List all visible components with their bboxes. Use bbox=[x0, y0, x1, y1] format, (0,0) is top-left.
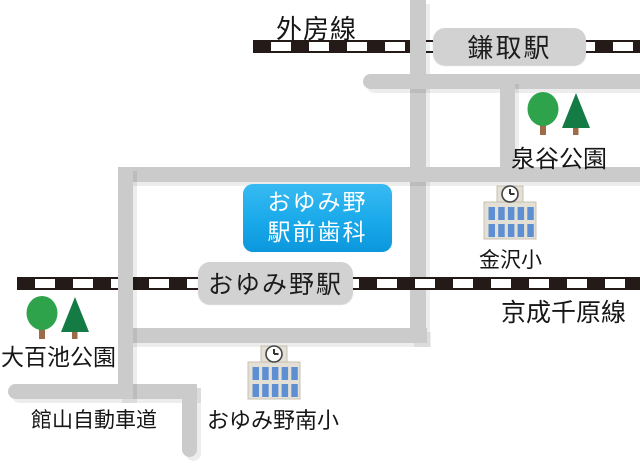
park-trees-icon bbox=[527, 92, 590, 135]
izumiya-park-trees bbox=[527, 92, 593, 140]
clinic-name-line1: おゆみ野 bbox=[267, 190, 368, 216]
kanazawa-school bbox=[483, 184, 537, 240]
minami-school bbox=[247, 344, 301, 400]
road-expressway-horizontal bbox=[8, 384, 197, 399]
railway-label-sotobo: 外房線 bbox=[276, 15, 358, 45]
odoike-park-trees bbox=[26, 296, 92, 344]
pine-tree-icon bbox=[562, 93, 590, 128]
station-label-oyumino: おゆみ野駅 bbox=[207, 269, 343, 299]
pine-tree-trunk bbox=[72, 328, 78, 339]
road-expressway-vertical bbox=[182, 384, 197, 457]
expressway-label: 館山自動車道 bbox=[31, 408, 157, 432]
round-tree-trunk bbox=[39, 326, 45, 339]
park-label-izumiya: 泉谷公園 bbox=[511, 145, 607, 173]
pine-tree-trunk bbox=[573, 124, 579, 135]
school-windows bbox=[252, 367, 298, 397]
road-vertical-west bbox=[118, 167, 133, 399]
road-horizontal-clinic-south bbox=[118, 328, 427, 343]
clock-hands bbox=[509, 189, 515, 195]
park-trees-icon bbox=[26, 296, 89, 339]
round-tree-trunk bbox=[540, 122, 546, 135]
station-box-oyumino: おゆみ野駅 bbox=[198, 262, 353, 303]
school-windows bbox=[488, 207, 534, 237]
school-building-icon bbox=[483, 185, 537, 240]
pine-tree-icon bbox=[61, 297, 89, 332]
road-vertical-park-street bbox=[500, 80, 515, 175]
park-label-odoike: 大百池公園 bbox=[1, 345, 116, 371]
school-label-kanazawa: 金沢小 bbox=[479, 248, 542, 272]
round-tree-icon bbox=[26, 296, 58, 330]
clinic-callout: おゆみ野 駅前歯科 bbox=[243, 184, 392, 252]
school-label-minami: おゆみ野南小 bbox=[207, 409, 340, 434]
station-label-kamatori: 鎌取駅 bbox=[467, 33, 552, 64]
clinic-name-line2: 駅前歯科 bbox=[267, 220, 368, 246]
station-box-kamatori: 鎌取駅 bbox=[433, 28, 586, 64]
railway-label-keisei: 京成千原線 bbox=[501, 298, 627, 327]
road-horizontal-clinic-north bbox=[118, 167, 640, 182]
round-tree-icon bbox=[527, 92, 559, 126]
clock-hands bbox=[273, 349, 279, 355]
school-building-icon bbox=[247, 345, 301, 400]
